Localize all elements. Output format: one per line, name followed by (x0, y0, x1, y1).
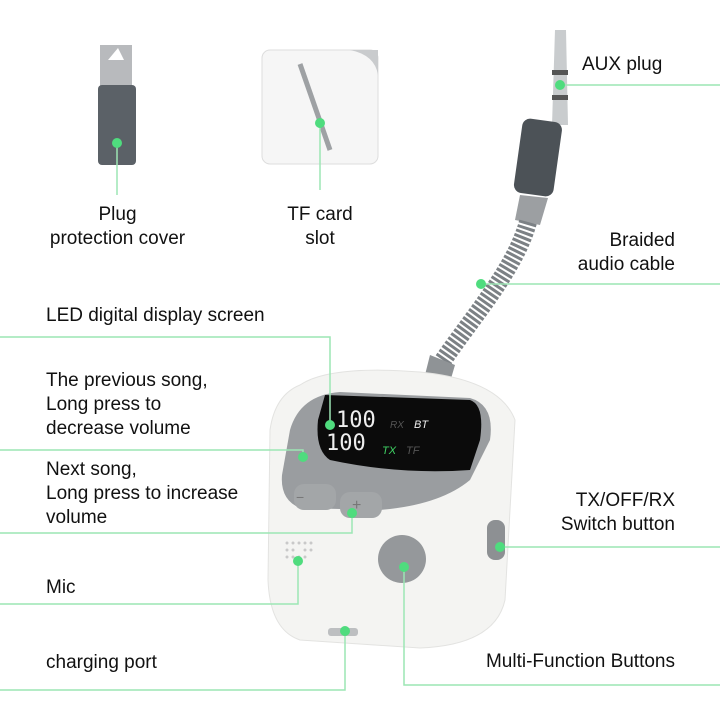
display-bottom-digits: 100 (326, 431, 366, 456)
display-tf: TF (406, 445, 421, 457)
marker-dots (112, 80, 565, 636)
label-aux-plug: AUX plug (582, 54, 663, 75)
display-rx: RX (390, 420, 404, 431)
svg-text:−: − (296, 489, 304, 505)
label-led-display: LED digital display screen (46, 305, 265, 326)
plug-cover-illustration (98, 45, 136, 165)
tf-slot-inset (261, 49, 379, 165)
aux-cable-illustration (425, 30, 568, 382)
label-multi-function: Multi-Function Buttons (485, 651, 675, 672)
label-charging-port: charging port (46, 652, 157, 673)
display-top-digits: 100 (336, 408, 376, 433)
display-bt: BT (414, 419, 429, 431)
label-mic: Mic (46, 577, 76, 598)
svg-text:+: + (352, 497, 361, 514)
leader-lines (0, 84, 720, 691)
device-body: 100 100 RX BT TX TF − + (267, 369, 516, 649)
display-tx: TX (382, 445, 397, 457)
